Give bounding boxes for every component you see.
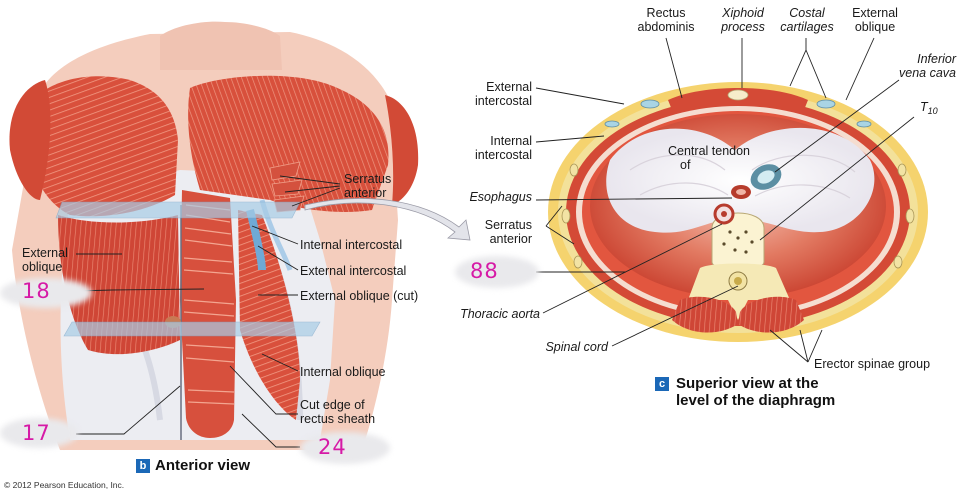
label-erector-spinae-group: Erector spinae group [814,357,931,371]
leader-lines-left [39,175,341,448]
copyright-notice: © 2012 Pearson Education, Inc. [4,480,125,490]
label-thoracic-aorta: Thoracic aorta [460,307,540,321]
figure-badge-c: c [655,377,669,391]
label-t10: T10 [920,100,938,116]
annotation-smudge [0,278,92,308]
handwritten-number: 18 [22,279,51,303]
handwritten-number: 24 [318,435,347,459]
annotation-smudge [0,418,78,448]
diaphragm-cross-section [548,82,928,342]
caption-anterior-view: Anterior view [155,457,251,474]
label-external-oblique-cut: External oblique (cut) [300,289,419,303]
handwritten-number: 17 [22,421,51,445]
annotation-smudge [300,432,390,464]
label-external-intercostal: External intercostal [300,264,407,278]
handwritten-number: 88 [470,259,499,283]
annotation-smudge [455,256,539,288]
leader-lines-right [535,37,915,363]
anterior-torso [9,21,471,450]
label-spinal-cord: Spinal cord [545,340,608,354]
label-internal-oblique: Internal oblique [300,365,386,379]
figure-badge-b: b [136,459,150,473]
label-internal-intercostal: Internal intercostal [300,238,403,252]
label-esophagus: Esophagus [469,190,532,204]
